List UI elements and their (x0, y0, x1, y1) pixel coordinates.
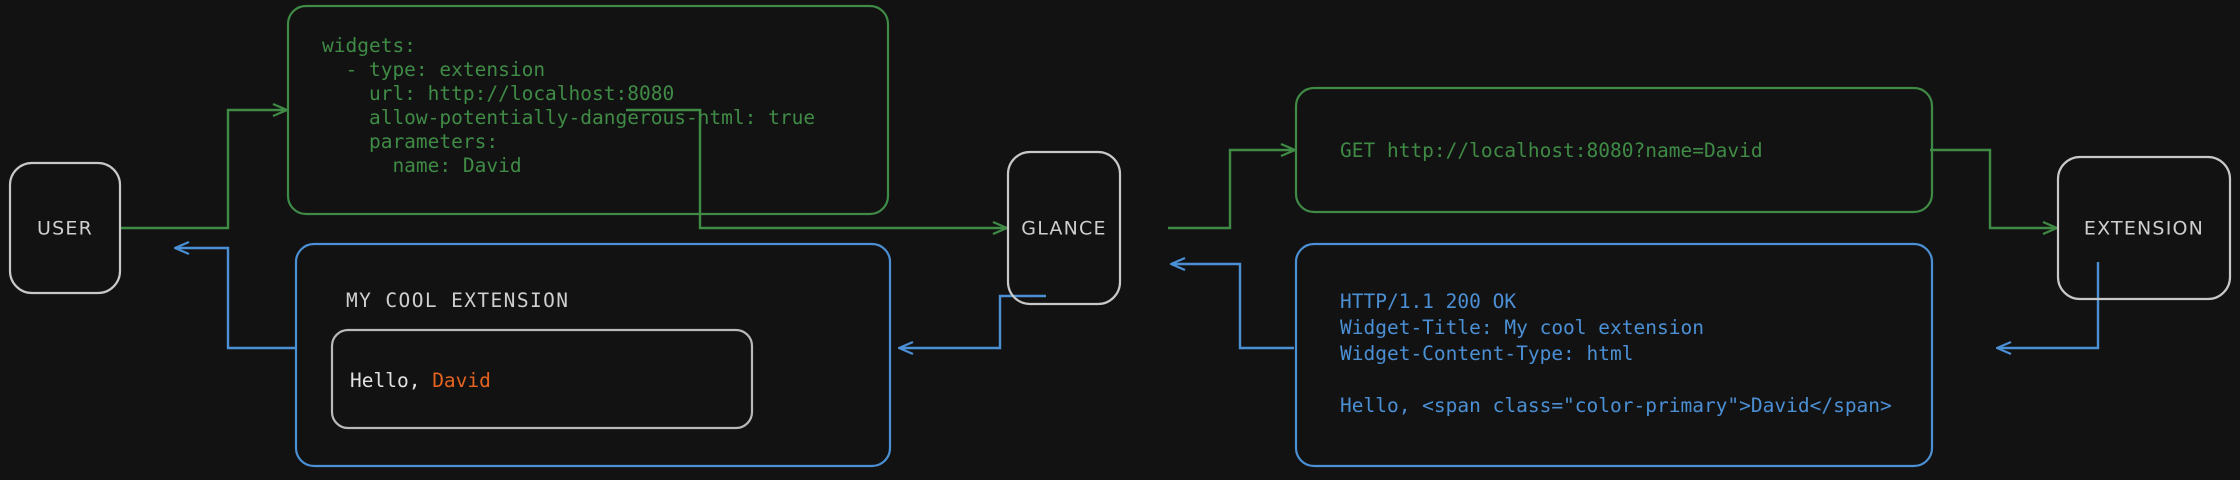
http-request-shape (1294, 86, 1934, 214)
node-user-label: USER (37, 218, 93, 240)
yaml-line-5: name: David (322, 154, 522, 177)
edge-glance-to-request (1168, 150, 1294, 230)
rendered-widget-title: MY COOL EXTENSION (346, 289, 569, 312)
yaml-config-shape (286, 4, 890, 216)
http-request-line-0: GET http://localhost:8080?name=David (1340, 139, 1763, 162)
rendered-widget-shape (294, 242, 892, 468)
http-request-block: GET http://localhost:8080?name=David (1294, 86, 1934, 214)
rendered-widget-card (330, 328, 754, 430)
yaml-line-2: url: http://localhost:8080 (322, 82, 674, 105)
edge-user-to-config (120, 110, 286, 230)
edge-extension-to-response (1998, 262, 2100, 348)
edge-widget-to-user (176, 248, 296, 350)
http-response-block: HTTP/1.1 200 OK Widget-Title: My cool ex… (1294, 242, 1934, 468)
node-glance-shape (1006, 150, 1122, 306)
edge-config-to-glance (626, 108, 1006, 228)
node-glance[interactable]: GLANCE (1006, 150, 1122, 306)
rendered-widget-body-accent: David (432, 369, 491, 392)
yaml-line-4: parameters: (322, 130, 498, 153)
http-response-shape (1294, 242, 1934, 468)
edge-request-to-extension (1930, 148, 2056, 228)
edge-glance-to-widget (900, 294, 1046, 348)
http-response-line-2: Widget-Content-Type: html (1340, 342, 1634, 365)
node-extension[interactable]: EXTENSION (2056, 155, 2232, 301)
http-response-line-1: Widget-Title: My cool extension (1340, 316, 1704, 339)
rendered-widget-body: Hello, David (350, 369, 491, 392)
yaml-config-block: widgets: - type: extension url: http://l… (286, 4, 890, 216)
node-user[interactable]: USER (8, 161, 122, 295)
node-extension-shape (2056, 155, 2232, 301)
node-extension-label: EXTENSION (2084, 218, 2204, 240)
http-response-line-4: Hello, <span class="color-primary">David… (1340, 394, 1892, 417)
edge-response-to-glance (1172, 264, 1294, 350)
rendered-widget-body-prefix: Hello, (350, 369, 432, 392)
rendered-widget-block: MY COOL EXTENSION Hello, David (294, 242, 892, 468)
node-user-shape (8, 161, 122, 295)
yaml-line-1: - type: extension (322, 58, 545, 81)
yaml-line-0: widgets: (322, 34, 416, 57)
node-glance-label: GLANCE (1021, 218, 1106, 240)
yaml-line-3: allow-potentially-dangerous-html: true (322, 106, 815, 129)
http-response-line-0: HTTP/1.1 200 OK (1340, 290, 1516, 313)
